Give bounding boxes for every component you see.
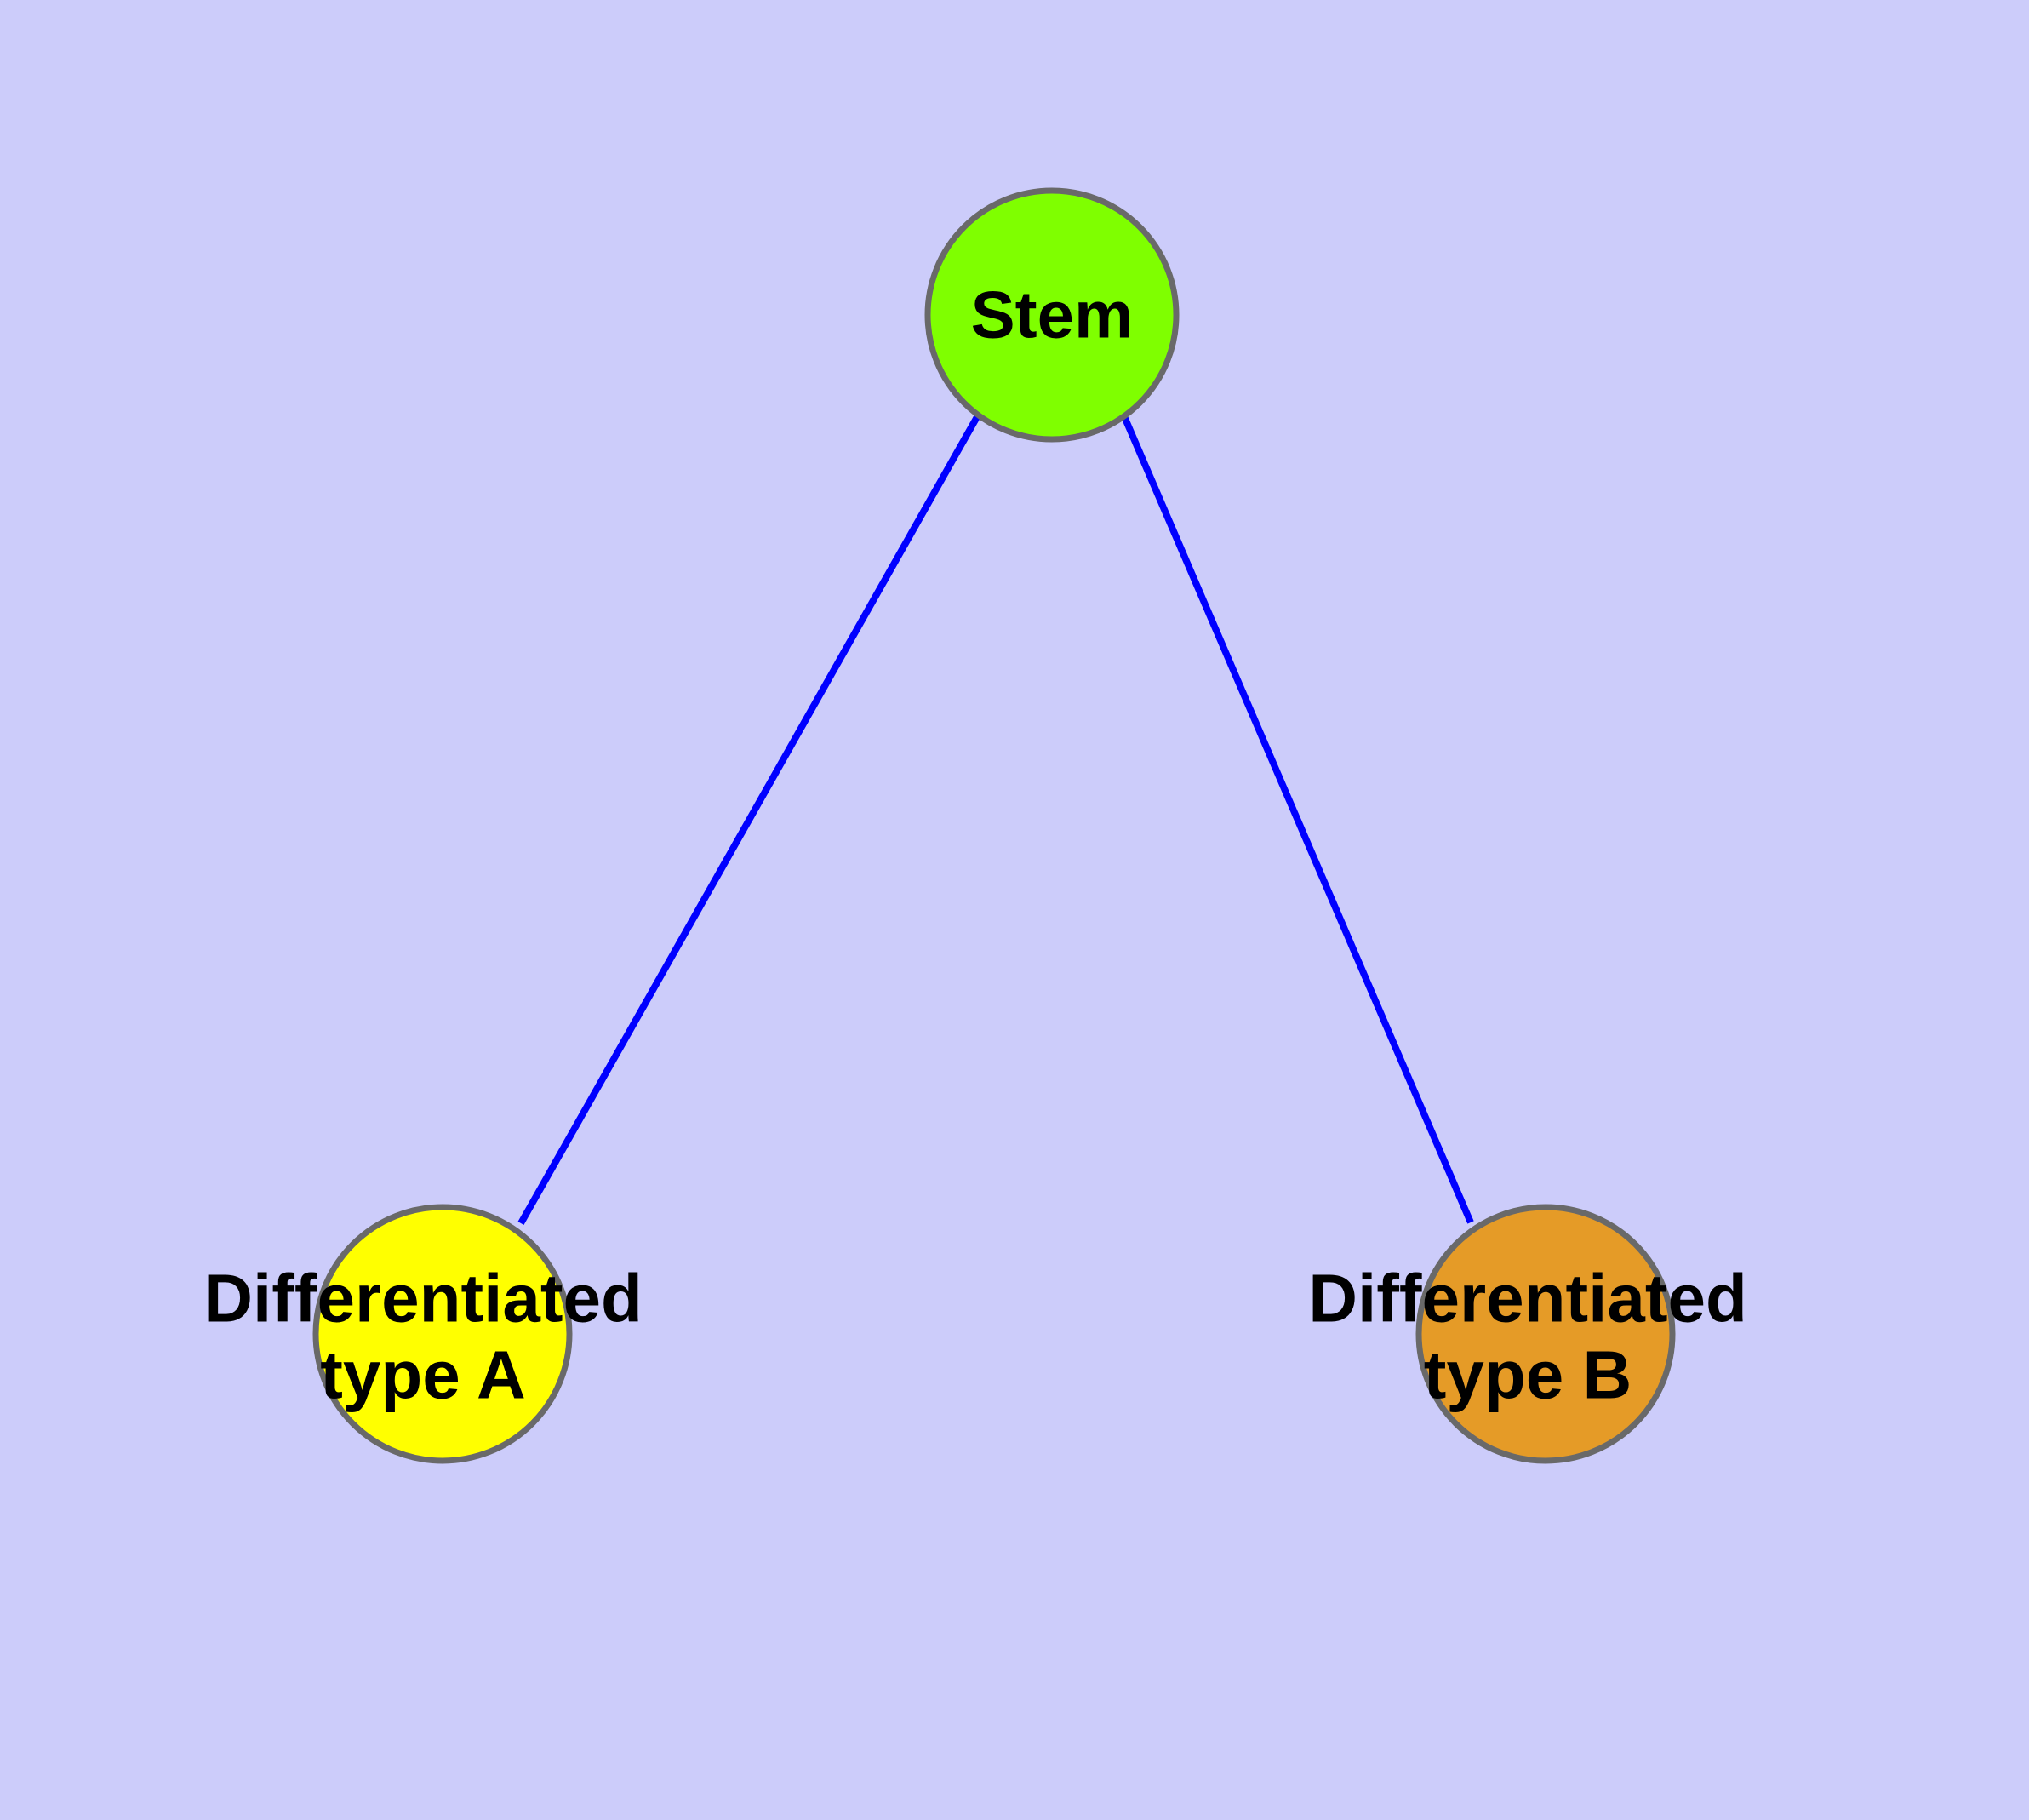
edge-stem-to-diff-a[interactable] — [517, 414, 981, 1225]
node-stem[interactable] — [924, 187, 1180, 443]
node-differentiated-type-b[interactable] — [1415, 1204, 1676, 1464]
node-layer — [312, 187, 1676, 1464]
node-differentiated-type-a[interactable] — [312, 1204, 573, 1464]
edge-layer — [517, 413, 1474, 1225]
edge-stem-to-diff-b[interactable] — [1120, 413, 1474, 1224]
